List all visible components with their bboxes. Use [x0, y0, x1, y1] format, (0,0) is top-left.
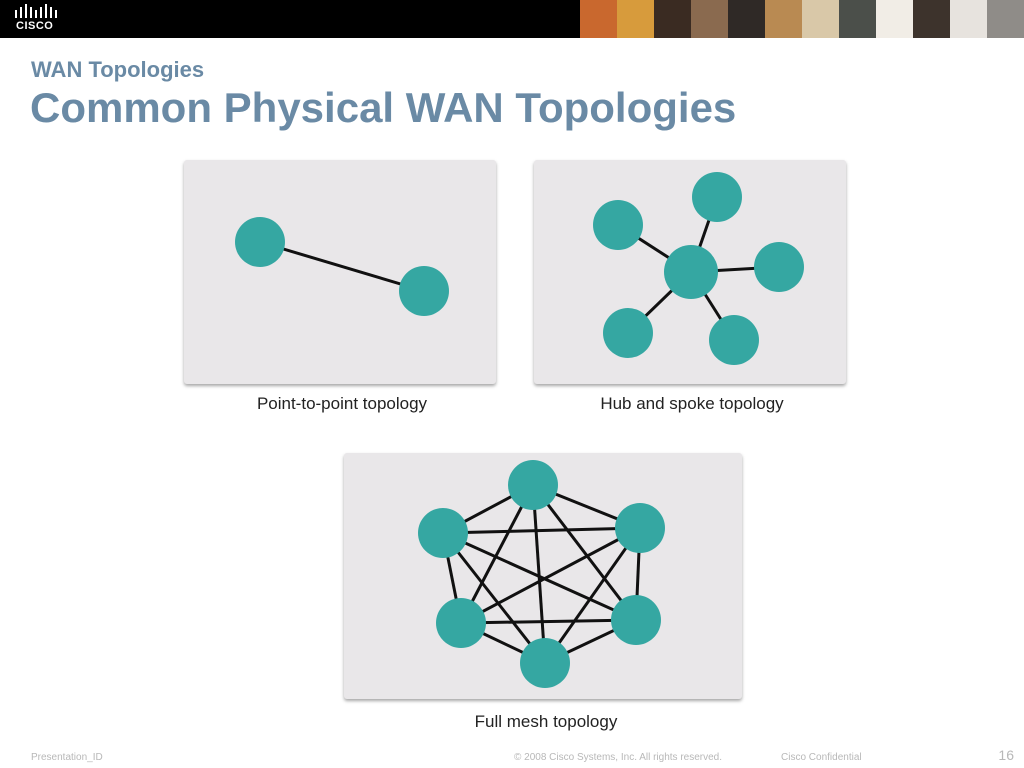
- hub-and-spoke-panel: [534, 160, 846, 384]
- mesh-node: [615, 503, 665, 553]
- footer-confidential: Cisco Confidential: [781, 752, 862, 763]
- spoke-node: [754, 242, 804, 292]
- slide-title: Common Physical WAN Topologies: [30, 84, 737, 131]
- footer-presentation-id: Presentation_ID: [31, 752, 103, 763]
- photo-thumbnail: [913, 0, 950, 38]
- full-mesh-caption: Full mesh topology: [474, 712, 618, 731]
- node: [235, 217, 285, 267]
- photo-thumbnail: [987, 0, 1024, 38]
- hub-node: [664, 245, 718, 299]
- cisco-logo: CISCO: [14, 4, 74, 34]
- people-photo-strip: [580, 0, 1024, 38]
- photo-thumbnail: [691, 0, 728, 38]
- slide-subtitle: WAN Topologies: [31, 57, 205, 82]
- mesh-node: [508, 460, 558, 510]
- mesh-link: [543, 527, 642, 664]
- mesh-link: [442, 526, 641, 535]
- mesh-link: [460, 618, 637, 625]
- photo-thumbnail: [617, 0, 654, 38]
- photo-thumbnail: [839, 0, 876, 38]
- photo-thumbnail: [950, 0, 987, 38]
- page-number: 16: [998, 747, 1014, 763]
- mesh-node: [611, 595, 661, 645]
- mesh-link: [531, 484, 638, 621]
- footer-copyright: © 2008 Cisco Systems, Inc. All rights re…: [514, 752, 723, 763]
- mesh-link: [459, 484, 535, 624]
- full-mesh-diagram: [418, 460, 665, 688]
- spoke-node: [692, 172, 742, 222]
- mesh-link: [460, 526, 641, 625]
- mesh-node: [436, 598, 486, 648]
- photo-thumbnail: [580, 0, 617, 38]
- point-to-point-caption: Point-to-point topology: [256, 394, 428, 413]
- photo-thumbnail: [728, 0, 765, 38]
- mesh-link: [531, 484, 547, 664]
- mesh-link: [442, 531, 637, 622]
- hub-and-spoke-caption: Hub and spoke topology: [600, 394, 784, 413]
- spoke-node: [593, 200, 643, 250]
- point-to-point-diagram: [235, 217, 449, 316]
- photo-thumbnail: [765, 0, 802, 38]
- photo-thumbnail: [876, 0, 913, 38]
- node: [399, 266, 449, 316]
- point-to-point-panel: [184, 160, 496, 384]
- link: [259, 240, 425, 293]
- spoke-node: [603, 308, 653, 358]
- spoke-node: [709, 315, 759, 365]
- cisco-bars-icon: [15, 4, 57, 18]
- photo-thumbnail: [802, 0, 839, 38]
- header-banner: CISCO: [0, 0, 1024, 38]
- logo-wordmark: CISCO: [16, 20, 54, 32]
- mesh-node: [418, 508, 468, 558]
- mesh-link: [441, 532, 547, 664]
- mesh-node: [520, 638, 570, 688]
- full-mesh-panel: [344, 453, 742, 699]
- photo-thumbnail: [654, 0, 691, 38]
- hub-and-spoke-diagram: [593, 172, 804, 365]
